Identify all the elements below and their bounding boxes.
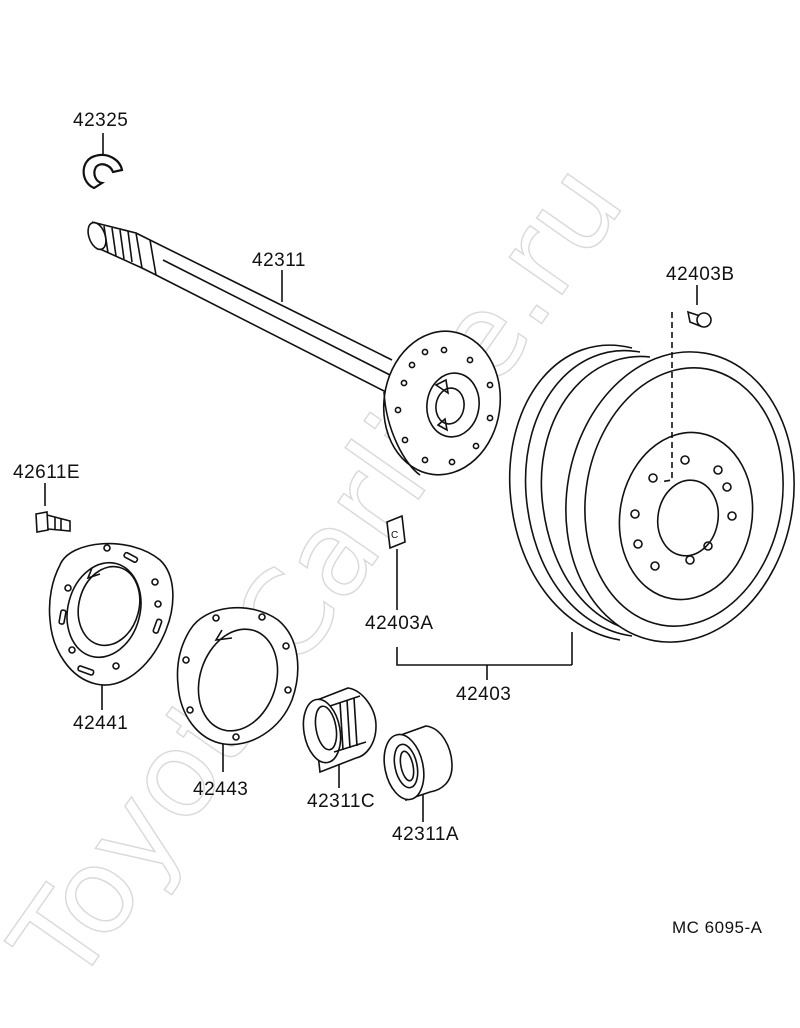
label-42403b: 42403B (666, 264, 735, 285)
axle-shaft-42311 (87, 221, 502, 476)
bolt-42611e (35, 511, 71, 533)
label-42441: 42441 (73, 713, 128, 734)
plug-tag-letter: C (391, 530, 399, 541)
label-42403: 42403 (456, 684, 511, 705)
oil-seal-42311a (383, 725, 453, 802)
label-42311c: 42311C (307, 791, 375, 812)
clip-42325 (82, 153, 124, 190)
bolt-42403b (686, 310, 712, 328)
bearing-42311c (302, 687, 377, 774)
label-42325: 42325 (73, 110, 128, 131)
label-42611e: 42611E (13, 462, 80, 483)
drawing-code: MC 6095-A (672, 918, 763, 937)
label-42311a: 42311A (392, 824, 459, 845)
retainer-42441 (48, 542, 174, 686)
brake-drum-42403 (508, 312, 795, 643)
gasket-42443 (176, 606, 299, 746)
label-42443: 42443 (193, 779, 248, 800)
label-42311: 42311 (252, 250, 306, 271)
plug-42403a: C (386, 514, 406, 550)
label-42403a: 42403A (365, 613, 434, 634)
